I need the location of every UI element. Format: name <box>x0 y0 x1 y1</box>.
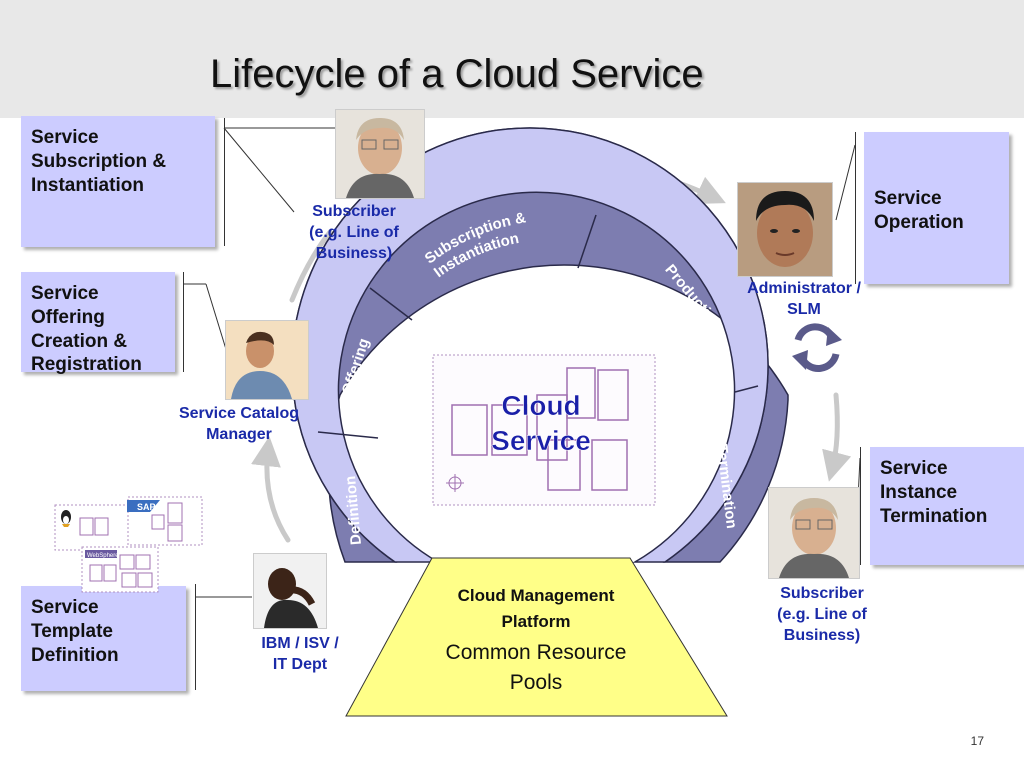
arc-label-definition: Definition <box>342 475 365 545</box>
platform-label-line4: Pools <box>510 671 563 694</box>
stage-operation-box: Service Operation <box>864 132 1009 284</box>
arc-inner-band <box>291 127 769 563</box>
role-subscriber-bottom: Subscriber (e.g. Line of Business) <box>777 585 867 644</box>
platform-label-line3: Common Resource <box>446 641 627 664</box>
stage-offering-box: Service Offering Creation & Registration <box>21 272 175 375</box>
photo-ibm-isv <box>253 553 327 629</box>
role-ibm-isv: IBM / ISV / IT Dept <box>261 635 339 673</box>
arc-divider-4 <box>734 385 759 393</box>
platform-label-line2: Platform <box>502 612 571 631</box>
stage-termination-box: Service Instance Termination <box>870 447 1024 565</box>
bracket-operation <box>855 132 856 284</box>
photo-administrator <box>737 182 833 277</box>
bracket-subscription <box>224 118 225 246</box>
stage-subscription-box: Service Subscription & Instantiation <box>21 116 215 247</box>
linux-icon <box>61 510 71 527</box>
role-subscriber-top: Subscriber (e.g. Line of Business) <box>309 203 399 262</box>
refresh-cycle-icon <box>792 323 842 372</box>
arc-divider-3 <box>577 214 597 269</box>
sap-logo-text: SAP <box>137 502 156 512</box>
bracket-offering <box>183 272 184 372</box>
stage-template-box: Service Template Definition <box>21 586 186 691</box>
service-template-thumbnails: SAP WebSphere <box>54 496 203 593</box>
role-catalog-manager: Service Catalog Manager <box>178 405 300 443</box>
websphere-logo: WebSphere <box>85 550 119 559</box>
lifecycle-arc <box>291 127 789 563</box>
page-title: Lifecycle of a Cloud Service <box>210 52 704 96</box>
center-label-line1: Cloud <box>501 390 580 421</box>
platform-label-line1: Cloud Management <box>458 586 615 605</box>
header-band <box>0 0 1024 118</box>
arc-divider-1 <box>317 431 379 439</box>
bracket-template <box>195 584 196 690</box>
photo-subscriber-bottom <box>768 487 860 579</box>
photo-subscriber-top <box>335 109 425 199</box>
arc-divider-2 <box>369 287 413 321</box>
bracket-termination <box>860 447 861 565</box>
sap-logo: SAP <box>127 500 160 512</box>
center-label-line2: Service <box>491 425 591 456</box>
role-administrator: Administrator / SLM <box>747 280 861 318</box>
flow-arrow-operation-to-termination <box>822 392 852 482</box>
flow-arrow-offering-to-subscription <box>289 229 333 303</box>
cloud-service-panel: Cloud Service <box>432 354 656 506</box>
page-number: 17 <box>970 734 984 748</box>
websphere-logo-text: WebSphere <box>87 553 119 559</box>
cloud-management-platform: Cloud Management Platform Common Resourc… <box>345 557 728 717</box>
flow-arrow-template-to-offering <box>251 436 291 543</box>
photo-catalog-manager <box>225 320 309 400</box>
